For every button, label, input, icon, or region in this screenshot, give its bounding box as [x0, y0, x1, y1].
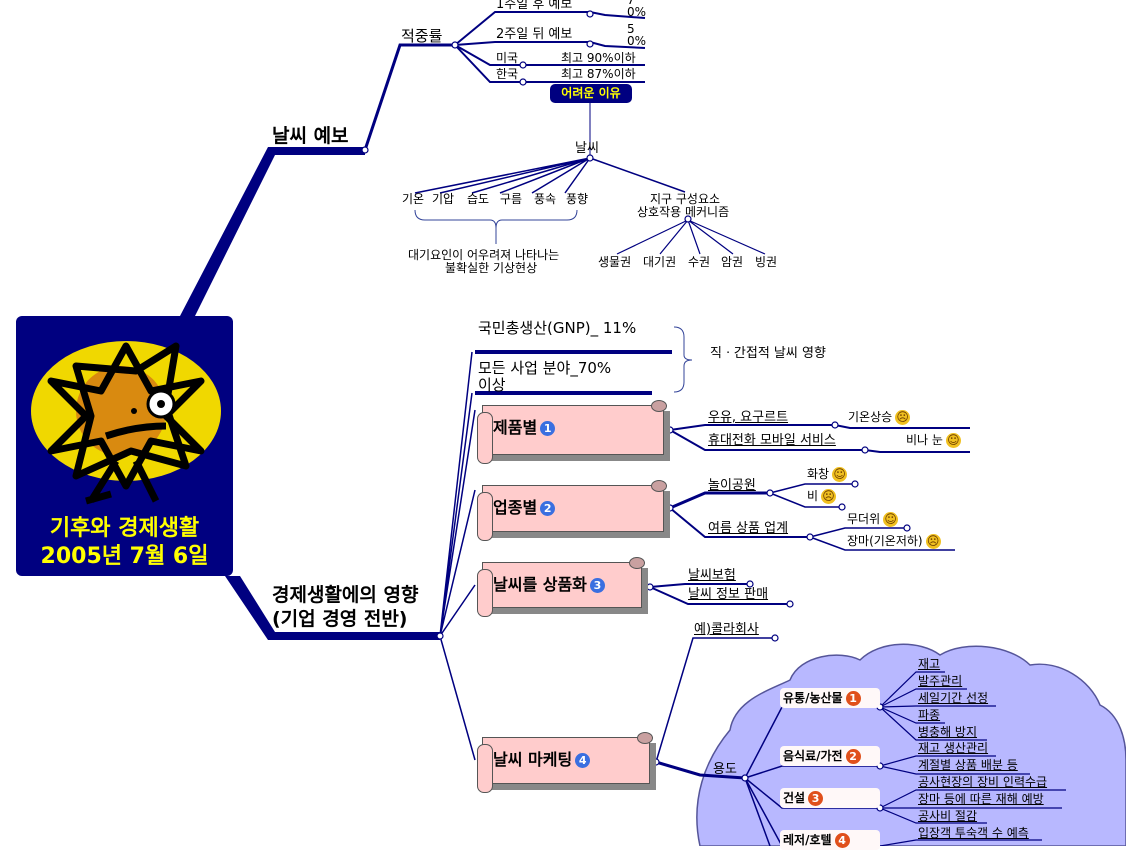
industry-subitem[interactable]: 장마(기온저하)☹ — [847, 534, 941, 549]
usage-leaf[interactable]: 공사비 절감 — [918, 809, 978, 823]
factors-note: 불확실한 기상현상 — [445, 261, 538, 275]
weather-factor[interactable]: 구름 — [500, 192, 523, 206]
usage-leaf[interactable]: 장마 등에 따른 재해 예방 — [918, 792, 1044, 806]
usage-leaf[interactable]: 세일기간 선정 — [918, 691, 989, 705]
sad-face-icon: ☹ — [821, 489, 837, 504]
node-weather-forecast[interactable]: 날씨 예보 — [272, 125, 349, 147]
root-node[interactable]: 기후와 경제생활 2005년 7월 6일 — [16, 316, 233, 576]
weather-factor[interactable]: 풍속 — [534, 192, 557, 206]
happy-face-icon: ☺ — [832, 467, 848, 482]
sphere-item[interactable]: 암권 — [721, 255, 744, 269]
all-industries-node-sub: 이상 — [478, 376, 506, 394]
accuracy-item-value: 최고 87%이하 — [561, 67, 636, 81]
usage-leaf[interactable]: 재고 생산관리 — [918, 741, 989, 755]
sad-face-icon: ☹ — [895, 410, 911, 425]
node-weather[interactable]: 날씨 — [575, 141, 599, 156]
number-2-icon: 2 — [845, 749, 861, 764]
usage-leaf[interactable]: 파종 — [918, 708, 941, 722]
node-earth-components[interactable]: 지구 구성요소 — [650, 192, 721, 206]
commodity-item[interactable]: 날씨 정보 판매 — [688, 587, 769, 602]
usage-leaf[interactable]: 병충해 방지 — [918, 725, 978, 739]
accuracy-item-label[interactable]: 한국 — [496, 67, 519, 81]
node-economic-impact-sub[interactable]: (기업 경영 전반) — [272, 608, 408, 630]
example-node[interactable]: 예)콜라회사 — [694, 622, 759, 637]
weather-factor[interactable]: 기압 — [432, 192, 455, 206]
usage-leaf[interactable]: 재고 — [918, 657, 941, 671]
sphere-item[interactable]: 대기권 — [643, 255, 677, 269]
all-industries-node[interactable]: 모든 사업 분야_70% — [478, 359, 612, 377]
weather-factor[interactable]: 습도 — [467, 192, 490, 206]
industry-subitem[interactable]: 비☹ — [807, 489, 837, 504]
by-product-label: 제품별 — [493, 418, 538, 437]
accuracy-item-value: 최고 90%이하 — [561, 51, 636, 65]
product-note: 비나 눈☺ — [906, 433, 961, 448]
usage-node[interactable]: 용도 — [713, 762, 737, 777]
commodify-label: 날씨를 상품화 — [493, 575, 587, 594]
usage-leaf[interactable]: 입장객 투숙객 수 예측 — [918, 826, 1029, 840]
happy-face-icon: ☺ — [883, 512, 899, 527]
priority-3-icon: 3 — [589, 578, 605, 593]
node-earth-mechanism[interactable]: 상호작용 메커니즘 — [637, 205, 730, 219]
number-1-icon: 1 — [845, 691, 861, 706]
product-note: 기온상승☹ — [848, 410, 911, 425]
gnp-node[interactable]: 국민총생산(GNP)_ 11% — [478, 319, 637, 337]
by-industry-label: 업종별 — [493, 498, 538, 517]
accuracy-item-label[interactable]: 1주일 후 예보 — [496, 0, 573, 12]
sun-illustration-icon — [31, 341, 221, 505]
priority-4-icon: 4 — [575, 753, 591, 768]
industry-item[interactable]: 여름 상품 업계 — [708, 521, 789, 536]
number-3-icon: 3 — [808, 791, 824, 806]
brace-label: 직ㆍ간접적 날씨 영향 — [710, 346, 826, 361]
industry-subitem[interactable]: 화창☺ — [807, 467, 848, 482]
priority-2-icon: 2 — [540, 501, 556, 516]
root-title: 기후와 경제생활 — [49, 516, 200, 541]
cloud-shape — [696, 643, 1126, 846]
happy-face-icon: ☺ — [945, 433, 961, 448]
sphere-item[interactable]: 생물권 — [598, 255, 632, 269]
weather-factor[interactable]: 풍향 — [566, 192, 589, 206]
usage-leaf[interactable]: 계절별 상품 배분 등 — [918, 758, 1018, 772]
number-4-icon: 4 — [834, 833, 850, 848]
root-date: 2005년 7월 6일 — [40, 544, 209, 569]
factors-note: 대기요인이 어우려져 나타나는 — [408, 248, 560, 262]
product-item[interactable]: 휴대전화 모바일 서비스 — [708, 433, 836, 448]
priority-1-icon: 1 — [540, 421, 556, 436]
product-item[interactable]: 우유, 요구르트 — [708, 410, 789, 425]
sad-face-icon: ☹ — [925, 534, 941, 549]
commodity-item[interactable]: 날씨보험 — [688, 568, 736, 583]
sphere-item[interactable]: 수권 — [688, 255, 711, 269]
usage-leaf[interactable]: 공사현장의 장비 인력수급 — [918, 775, 1048, 789]
usage-leaf[interactable]: 발주관리 — [918, 674, 963, 688]
industry-subitem[interactable]: 무더위☺ — [847, 512, 899, 527]
accuracy-item-value: 50% — [627, 22, 647, 48]
accuracy-item-value: 70% — [627, 0, 647, 19]
node-accuracy[interactable]: 적중률 — [401, 27, 443, 45]
marketing-label: 날씨 마케팅 — [493, 750, 573, 769]
accuracy-item-label[interactable]: 미국 — [496, 51, 519, 65]
difficulty-reason-label[interactable]: 어려운 이유 — [550, 84, 632, 103]
sphere-item[interactable]: 빙권 — [755, 255, 778, 269]
industry-item[interactable]: 놀이공원 — [708, 478, 756, 493]
accuracy-item-label[interactable]: 2주일 뒤 예보 — [496, 27, 573, 42]
weather-factor[interactable]: 기온 — [402, 192, 425, 206]
node-economic-impact[interactable]: 경제생활에의 영향 — [272, 584, 419, 606]
